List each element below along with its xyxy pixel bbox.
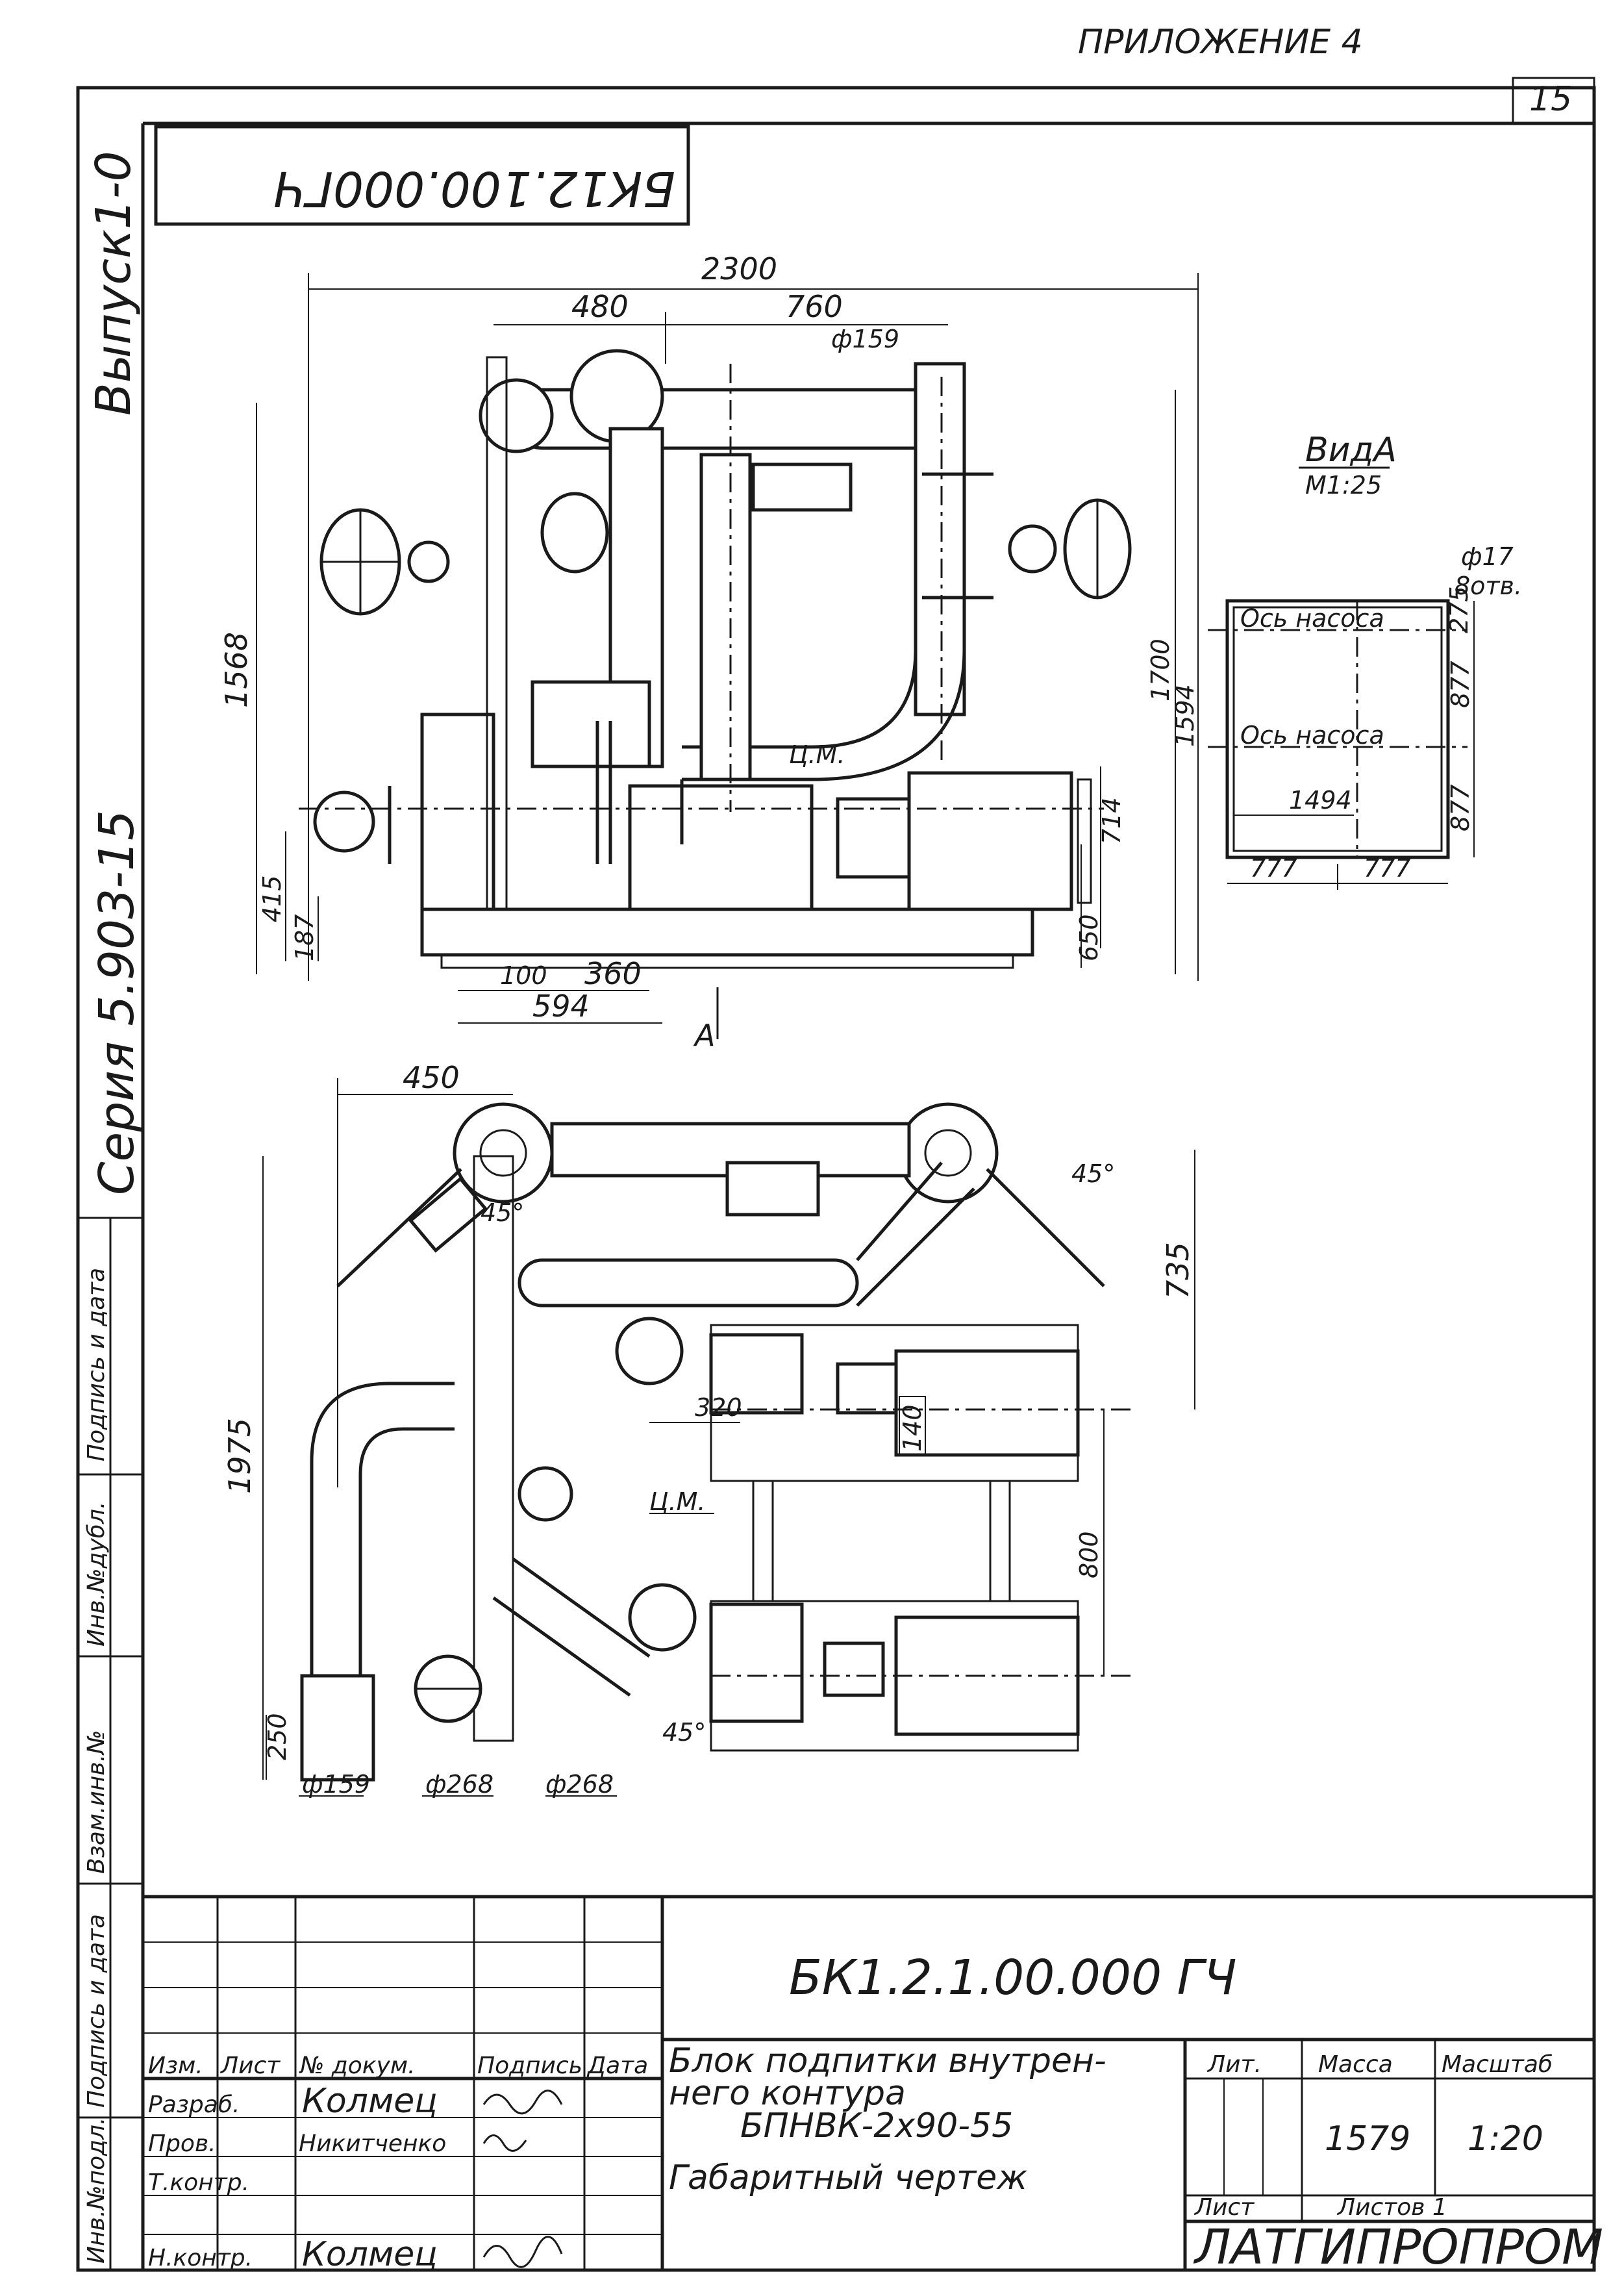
col-date: Дата: [586, 2053, 648, 2079]
role-tcontrol: Т.контр.: [148, 2169, 249, 2196]
scale-value: 1:20: [1468, 2119, 1543, 2158]
cm-label-plan: Ц.М.: [649, 1487, 705, 1516]
dim-275: 275: [1445, 586, 1473, 633]
dim-760: 760: [786, 289, 843, 324]
cm-label-top: Ц.М.: [789, 740, 845, 769]
dim-735: 735: [1160, 1242, 1195, 1299]
hole-count: 8отв.: [1455, 572, 1522, 600]
role-dev: Разраб.: [148, 2091, 240, 2118]
signature-ncontrol: [482, 2236, 563, 2268]
plan-view: 450 45° 45°: [222, 1060, 1195, 1799]
dim-777-a: 777: [1250, 854, 1297, 883]
angle-bottom: 45°: [662, 1718, 706, 1747]
angle-left: 45°: [481, 1198, 524, 1227]
field-replace-inv: Взам.инв.№: [83, 1730, 110, 1874]
dim-1700: 1700: [1146, 638, 1175, 701]
col-sign: Подпись: [477, 2053, 582, 2079]
dim-2300: 2300: [701, 251, 777, 286]
axis-pump-2: Ось насоса: [1240, 721, 1384, 750]
front-view: 2300 480 760 ф159 1568 415 187 100 360 5…: [219, 251, 1199, 1053]
dia-268-b: ф268: [545, 1770, 614, 1799]
mass-value: 1579: [1325, 2119, 1410, 2158]
title-line-4: Габаритный чертеж: [669, 2158, 1027, 2197]
side-margin: Выпуск1-0 Серия 5.903-15 Подпись и дата …: [78, 151, 145, 2270]
dim-800: 800: [1075, 1531, 1103, 1578]
dim-415: 415: [258, 875, 286, 922]
dim-877-a: 877: [1446, 661, 1475, 708]
axis-pump-1: Ось насоса: [1240, 604, 1384, 633]
appendix-label: ПРИЛОЖЕНИЕ 4: [1078, 23, 1363, 62]
dim-100: 100: [500, 961, 547, 990]
field-dup-inv: Инв.№дубл.: [83, 1502, 110, 1647]
title-block: Изм. Лист № докум. Подпись Дата Разраб. …: [143, 1895, 1603, 2275]
dim-360: 360: [584, 956, 642, 991]
organization: ЛАТГИПРОПРОМ: [1193, 2219, 1603, 2275]
view-a-scale: М1:25: [1305, 471, 1382, 499]
dim-187: 187: [290, 914, 319, 961]
field-orig-inv: Инв.№подл.: [83, 2117, 110, 2264]
dim-450: 450: [403, 1060, 460, 1095]
dim-1494: 1494: [1289, 786, 1352, 815]
angle-right: 45°: [1071, 1159, 1115, 1188]
dim-877-b: 877: [1446, 784, 1475, 831]
outer-frame: [76, 86, 1596, 2272]
hole-dia: ф17: [1461, 542, 1514, 571]
sheet-number-box: [1512, 77, 1595, 125]
signature-check: [482, 2134, 527, 2152]
dim-650: 650: [1075, 914, 1103, 961]
lit-label: Лит.: [1206, 2051, 1262, 2078]
field-sign-date-1: Подпись и дата: [83, 1268, 110, 1461]
col-doc: № докум.: [299, 2053, 415, 2079]
col-list: Лист: [219, 2053, 281, 2079]
stamp-code: БК12.100.000ГЧ: [273, 160, 675, 216]
dia-159-plan: ф159: [302, 1770, 370, 1799]
series-label: Серия 5.903-15: [89, 810, 145, 1195]
title-line-3: БПНВК-2х90-55: [740, 2106, 1013, 2145]
role-ncontrol: Н.контр.: [148, 2245, 253, 2271]
issue-label: Выпуск1-0: [86, 151, 142, 416]
sheets-label: Листов 1: [1336, 2194, 1447, 2221]
view-a: ВидА М1:25 ф17 8отв. Ось насоса Ось насо…: [1208, 431, 1522, 890]
sheet-label: Лист: [1193, 2194, 1255, 2221]
dim-1975: 1975: [222, 1418, 257, 1494]
dim-714: 714: [1097, 797, 1126, 844]
dim-320: 320: [695, 1393, 742, 1422]
scale-label: Масштаб: [1442, 2051, 1553, 2078]
name-dev: Колмец: [302, 2082, 438, 2121]
dim-140: 140: [898, 1404, 927, 1452]
dim-dia159-top: ф159: [831, 325, 899, 353]
view-a-marker: А: [693, 1018, 715, 1053]
dim-1594: 1594: [1171, 684, 1199, 747]
role-check: Пров.: [148, 2130, 216, 2157]
title-line-1: Блок подпитки внутрен-: [669, 2041, 1106, 2080]
dim-594: 594: [532, 989, 590, 1024]
view-a-title: ВидА: [1305, 431, 1397, 470]
mirrored-stamp: БК12.100.000ГЧ: [154, 125, 690, 226]
mass-label: Масса: [1318, 2051, 1393, 2078]
field-sign-date-2: Подпись и дата: [83, 1914, 110, 2108]
dim-250: 250: [263, 1713, 292, 1760]
signature-dev: [482, 2090, 563, 2115]
col-izm: Изм.: [148, 2053, 203, 2079]
dim-480: 480: [571, 289, 629, 324]
title-line-2: него контура: [669, 2074, 906, 2113]
drawing-code: БК1.2.1.00.000 ГЧ: [789, 1950, 1237, 2006]
dim-777-b: 777: [1364, 854, 1411, 883]
dim-1568: 1568: [219, 632, 254, 708]
name-ncontrol: Колмец: [302, 2235, 438, 2274]
dia-268-a: ф268: [425, 1770, 493, 1799]
sheet-number: 15: [1529, 80, 1572, 119]
name-check: Никитченко: [299, 2130, 446, 2157]
